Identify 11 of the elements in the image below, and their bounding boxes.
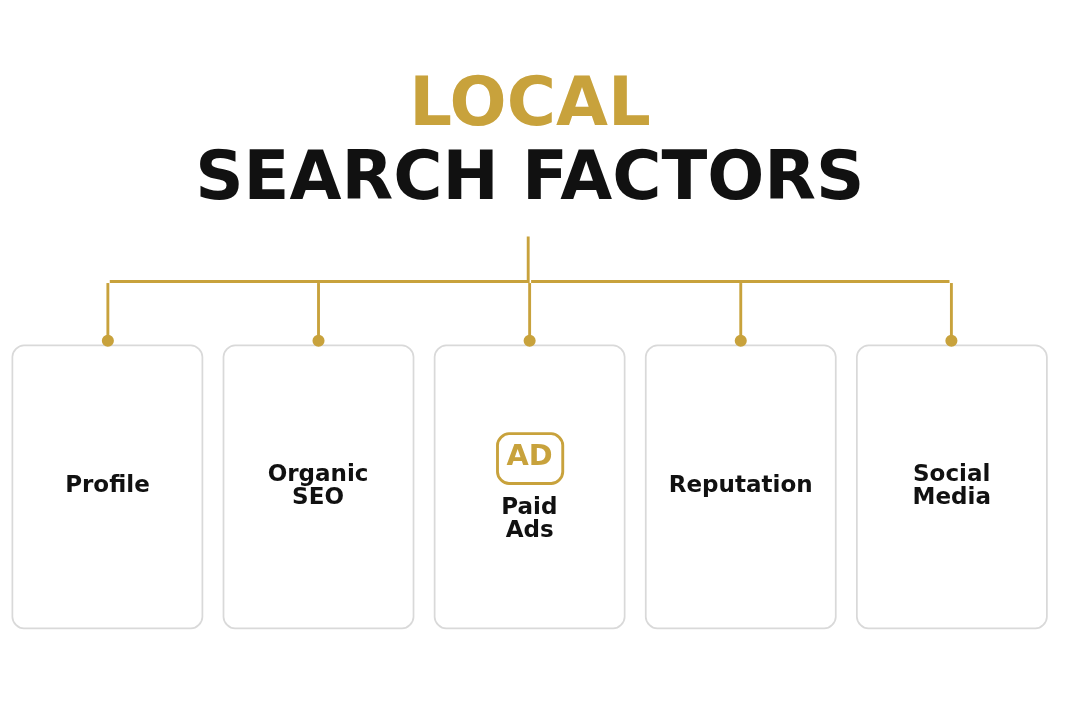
connector: [734, 282, 747, 347]
node-box: AD Paid Ads: [433, 343, 626, 629]
node-box: Social Media: [856, 343, 1048, 629]
node-box: Profile: [11, 343, 204, 629]
connector: [523, 282, 536, 347]
node-text: LOCAL SEARCH FACTORS: [195, 62, 865, 215]
connector: [312, 282, 325, 347]
connector: [945, 282, 958, 347]
connector: [101, 282, 114, 347]
node-box: Reputation: [644, 343, 837, 629]
node-box: Organic SEO: [222, 343, 415, 629]
